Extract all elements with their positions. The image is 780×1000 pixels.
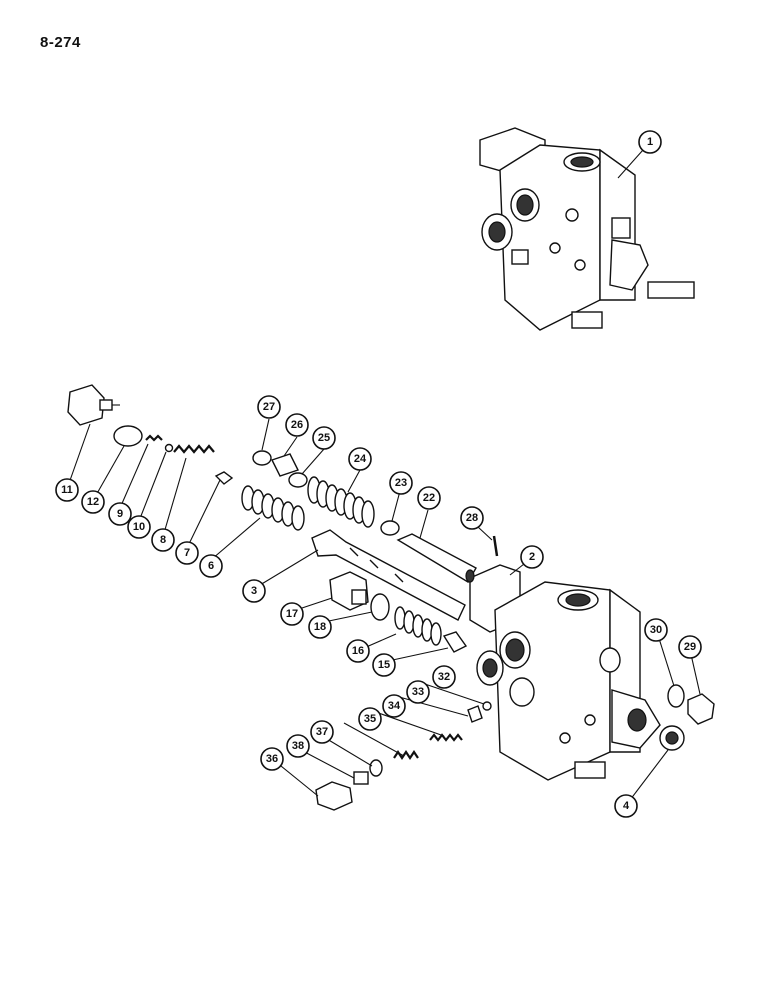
callout-27: 27 bbox=[257, 395, 281, 419]
part-33-seat bbox=[467, 705, 483, 723]
svg-text:29: 29 bbox=[684, 641, 696, 653]
svg-text:4: 4 bbox=[623, 800, 630, 812]
callout-7: 7 bbox=[175, 541, 199, 565]
svg-text:25: 25 bbox=[318, 432, 330, 444]
svg-text:16: 16 bbox=[352, 645, 364, 657]
leader-lines bbox=[67, 149, 701, 801]
part-3-spool bbox=[311, 529, 466, 621]
part-7-poppet bbox=[214, 471, 234, 485]
svg-text:28: 28 bbox=[466, 512, 478, 524]
callout-22: 22 bbox=[417, 486, 441, 510]
svg-text:18: 18 bbox=[314, 621, 326, 633]
svg-text:15: 15 bbox=[378, 659, 390, 671]
part-37-o-ring bbox=[369, 759, 383, 777]
svg-text:34: 34 bbox=[388, 700, 401, 712]
part-4-plug bbox=[659, 725, 685, 751]
callout-34: 34 bbox=[382, 694, 406, 718]
part-24-spring bbox=[307, 476, 375, 528]
valve-body-drawing bbox=[469, 564, 661, 781]
part-25-ring bbox=[288, 472, 308, 488]
part-10-ring bbox=[164, 443, 174, 453]
svg-text:26: 26 bbox=[291, 419, 303, 431]
callout-25: 25 bbox=[312, 426, 336, 450]
callout-18: 18 bbox=[308, 615, 332, 639]
part-6-spring bbox=[241, 485, 305, 531]
svg-text:3: 3 bbox=[251, 585, 257, 597]
callout-30: 30 bbox=[644, 618, 668, 642]
svg-text:35: 35 bbox=[364, 713, 376, 725]
svg-text:37: 37 bbox=[316, 726, 328, 738]
part-18-o-ring bbox=[370, 593, 390, 621]
callout-32: 32 bbox=[432, 665, 456, 689]
callout-36: 36 bbox=[260, 747, 284, 771]
callout-17: 17 bbox=[280, 602, 304, 626]
svg-text:1: 1 bbox=[647, 136, 653, 148]
svg-text:36: 36 bbox=[266, 753, 278, 765]
part-30-o-ring bbox=[667, 684, 685, 708]
part-27-ring bbox=[252, 450, 272, 466]
svg-text:22: 22 bbox=[423, 492, 435, 504]
svg-text:2: 2 bbox=[529, 551, 535, 563]
callout-37: 37 bbox=[310, 720, 334, 744]
svg-text:6: 6 bbox=[208, 560, 214, 572]
callout-4: 4 bbox=[614, 794, 638, 818]
callout-6: 6 bbox=[199, 554, 223, 578]
callout-8: 8 bbox=[151, 528, 175, 552]
callout-28: 28 bbox=[460, 506, 484, 530]
callout-3: 3 bbox=[242, 579, 266, 603]
svg-text:8: 8 bbox=[160, 534, 166, 546]
svg-text:7: 7 bbox=[184, 547, 190, 559]
svg-text:32: 32 bbox=[438, 671, 450, 683]
callout-29: 29 bbox=[678, 635, 702, 659]
svg-text:23: 23 bbox=[395, 477, 407, 489]
part-29-plug bbox=[687, 693, 715, 725]
part-9-spring bbox=[145, 434, 163, 442]
part-11-plug bbox=[67, 384, 120, 426]
svg-text:30: 30 bbox=[650, 624, 662, 636]
svg-text:9: 9 bbox=[117, 508, 123, 520]
part-8-spring bbox=[173, 444, 215, 454]
callout-10: 10 bbox=[127, 515, 151, 539]
svg-text:17: 17 bbox=[286, 608, 298, 620]
svg-text:38: 38 bbox=[292, 740, 304, 752]
callout-2: 2 bbox=[520, 545, 544, 569]
part-34-spring bbox=[429, 733, 463, 742]
part-16-spring bbox=[394, 606, 442, 646]
callout-1: 1 bbox=[638, 130, 662, 154]
callout-23: 23 bbox=[389, 471, 413, 495]
svg-text:12: 12 bbox=[87, 496, 99, 508]
svg-text:10: 10 bbox=[133, 521, 145, 533]
callout-11: 11 bbox=[55, 478, 79, 502]
part-36-fitting bbox=[315, 781, 353, 811]
svg-text:33: 33 bbox=[412, 686, 424, 698]
part-38-plug bbox=[353, 771, 369, 785]
part-26-sleeve bbox=[271, 453, 299, 477]
callout-24: 24 bbox=[348, 447, 372, 471]
part-35-spring bbox=[393, 750, 419, 760]
callout-33: 33 bbox=[406, 680, 430, 704]
page-number: 8-274 bbox=[40, 34, 81, 51]
part-17-plug bbox=[329, 571, 369, 611]
callout-38: 38 bbox=[286, 734, 310, 758]
part-12-o-ring bbox=[113, 425, 143, 447]
part-28-pin bbox=[492, 535, 499, 557]
svg-text:24: 24 bbox=[354, 453, 367, 465]
part-15-poppet bbox=[442, 631, 468, 653]
callout-16: 16 bbox=[346, 639, 370, 663]
callout-12: 12 bbox=[81, 490, 105, 514]
callout-35: 35 bbox=[358, 707, 382, 731]
part-23-ring bbox=[380, 520, 400, 536]
callout-26: 26 bbox=[285, 413, 309, 437]
assembled-valve-drawing bbox=[479, 127, 695, 331]
callout-9: 9 bbox=[108, 502, 132, 526]
callout-15: 15 bbox=[372, 653, 396, 677]
part-22-plunger bbox=[396, 533, 477, 583]
svg-text:27: 27 bbox=[263, 401, 275, 413]
part-32-ball bbox=[482, 701, 492, 711]
svg-text:11: 11 bbox=[61, 484, 73, 496]
